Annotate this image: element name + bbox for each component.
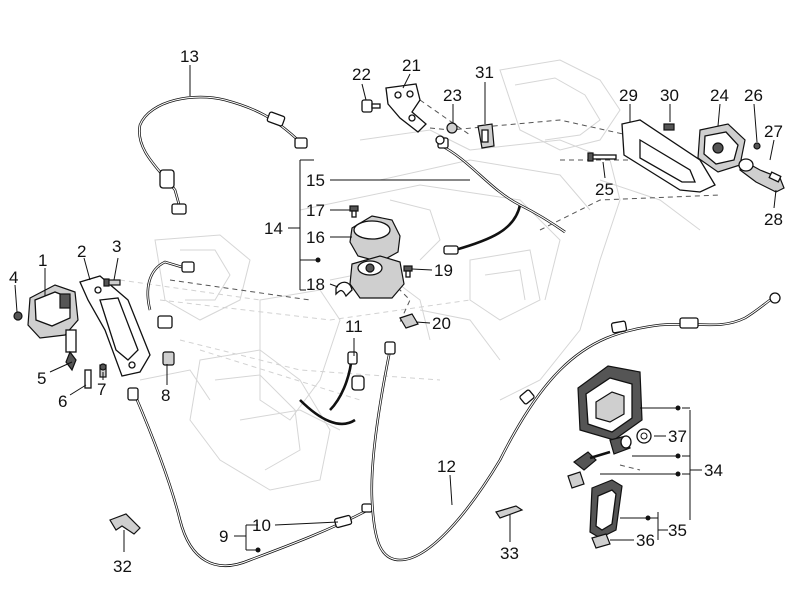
part-11-cable [299,351,365,426]
callout-19: 19 [434,261,453,280]
callout-30: 30 [660,86,679,105]
part-34-switch-housing [577,365,643,441]
part-30-screw [663,123,675,131]
callout-7: 7 [97,380,106,399]
callout-8: 8 [161,386,170,405]
callout-1: 1 [38,251,47,270]
callout-25: 25 [595,180,614,199]
callout-3: 3 [112,237,121,256]
part-1-actuator [27,284,79,372]
part-37-ring [636,428,652,444]
callout-15: 15 [306,171,325,190]
callout-labels: 1 2 3 4 5 6 7 8 9 10 11 12 13 14 15 16 1… [9,47,783,576]
part-33-strip [495,505,524,519]
callout-35: 35 [668,521,687,540]
part-6-pin [84,369,92,389]
callout-17: 17 [306,201,325,220]
part-13-wiring-cable [138,95,308,215]
part-25-pin [587,152,617,162]
callout-31: 31 [475,63,494,82]
callout-22: 22 [352,65,371,84]
callout-27: 27 [764,122,783,141]
callout-23: 23 [443,86,462,105]
part-27-28-cylinder [738,158,785,193]
callout-16: 16 [306,228,325,247]
part-32-clip [109,513,141,535]
leader-lines [14,65,777,553]
part-18-clip [335,281,353,298]
callout-18: 18 [306,275,325,294]
part-8-clip [162,351,175,366]
callout-20: 20 [432,314,451,333]
callout-32: 32 [113,557,132,576]
part-24-latch [697,123,746,173]
part-12-cable [370,292,781,562]
part-7-bolt [99,363,107,378]
callout-33: 33 [500,544,519,563]
part-34-wire-connector [567,450,611,489]
part-20-clip [399,313,419,329]
callout-6: 6 [58,392,67,411]
callout-36: 36 [636,531,655,550]
callout-14: 14 [264,219,283,238]
part-21-hinge [385,83,427,133]
callout-37: 37 [668,427,687,446]
callout-9: 9 [219,527,228,546]
callout-12: 12 [437,457,456,476]
part-2-bracket [79,275,151,377]
part-4-nut [13,311,23,321]
part-29-bracket [621,119,716,193]
callout-26: 26 [744,86,763,105]
callout-28: 28 [764,210,783,229]
callout-11: 11 [345,317,363,336]
callout-29: 29 [619,86,638,105]
part-35-switch-plate [589,479,623,539]
callout-13: 13 [180,47,199,66]
part-16-reservoir-cap [349,215,401,263]
callout-2: 2 [77,242,86,261]
part-reservoir-body [349,255,405,299]
part-31-bracket [477,123,495,149]
part-3-screw [103,278,121,287]
part-22-bolt [361,99,381,113]
part-19-screw [403,265,413,278]
callout-10: 10 [252,516,271,535]
frame-background [119,59,701,491]
part-23-nut [435,122,458,145]
part-15-cable [437,137,566,255]
part-17-screw [349,205,359,218]
callout-24: 24 [710,86,729,105]
part-36-clip [591,533,611,549]
harness-connector [146,260,195,329]
callout-34: 34 [704,461,723,480]
part-26-clip [753,142,761,150]
part-34-plug [609,435,632,455]
callout-4: 4 [9,268,18,287]
part-9-cable [127,387,373,567]
callout-5: 5 [37,369,46,388]
callout-21: 21 [402,56,421,75]
